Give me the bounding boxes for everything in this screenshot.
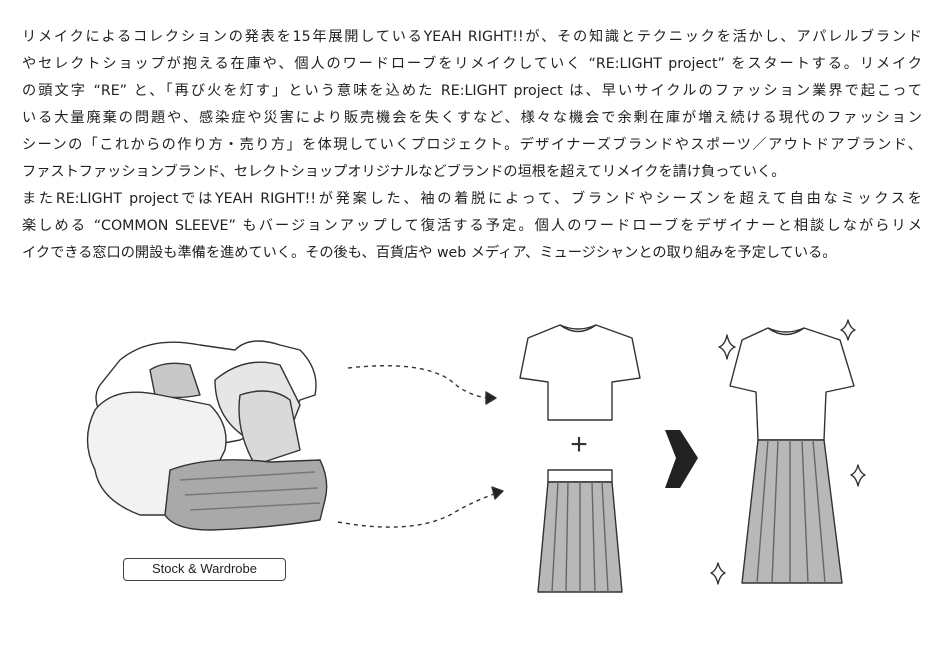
dashed-arrow-bottom bbox=[337, 486, 504, 528]
stock-wardrobe-label: Stock & Wardrobe bbox=[123, 558, 286, 581]
skirt-icon bbox=[537, 469, 623, 593]
text-line: シーンの「これからの作り方・売り方」を体現していくプロジェクト。デザイナーズブラ… bbox=[22, 137, 922, 153]
text-line: やセレクトショップが抱える在庫や、個人のワードローブをリメイクしていく “RE:… bbox=[22, 56, 922, 72]
text-line: の頭文字 “RE” と、「再び火を灯す」という意味を込めた RE:LIGHT p… bbox=[22, 83, 922, 99]
right-arrow-icon bbox=[665, 430, 698, 488]
text-line: ファストファッションブランド、セレクトショップオリジナルなどブランドの垣根を超え… bbox=[22, 164, 786, 180]
dashed-arrow-top bbox=[347, 365, 497, 405]
dress-illustration bbox=[729, 327, 855, 584]
text-line: イクできる窓口の開設も準備を進めていく。その後も、百貨店や web メディア、ミ… bbox=[22, 245, 837, 261]
clothes-pile-illustration bbox=[86, 340, 328, 531]
text-line: 楽しめる “COMMON SLEEVE” もバージョンアップして復活する予定。個… bbox=[22, 218, 922, 234]
text-line: いる大量廃棄の問題や、感染症や災害により販売機会を失くすなど、様々な機会で余剰在… bbox=[22, 110, 922, 126]
text-line: またRE:LIGHT projectではYEAH RIGHT!!が発案した、袖の… bbox=[22, 191, 922, 207]
plus-sign: + bbox=[570, 428, 588, 461]
tshirt-icon bbox=[519, 324, 641, 421]
text-line: リメイクによるコレクションの発表を15年展開しているYEAH RIGHT!!が、… bbox=[22, 29, 922, 45]
sparkle-icons bbox=[710, 319, 866, 585]
